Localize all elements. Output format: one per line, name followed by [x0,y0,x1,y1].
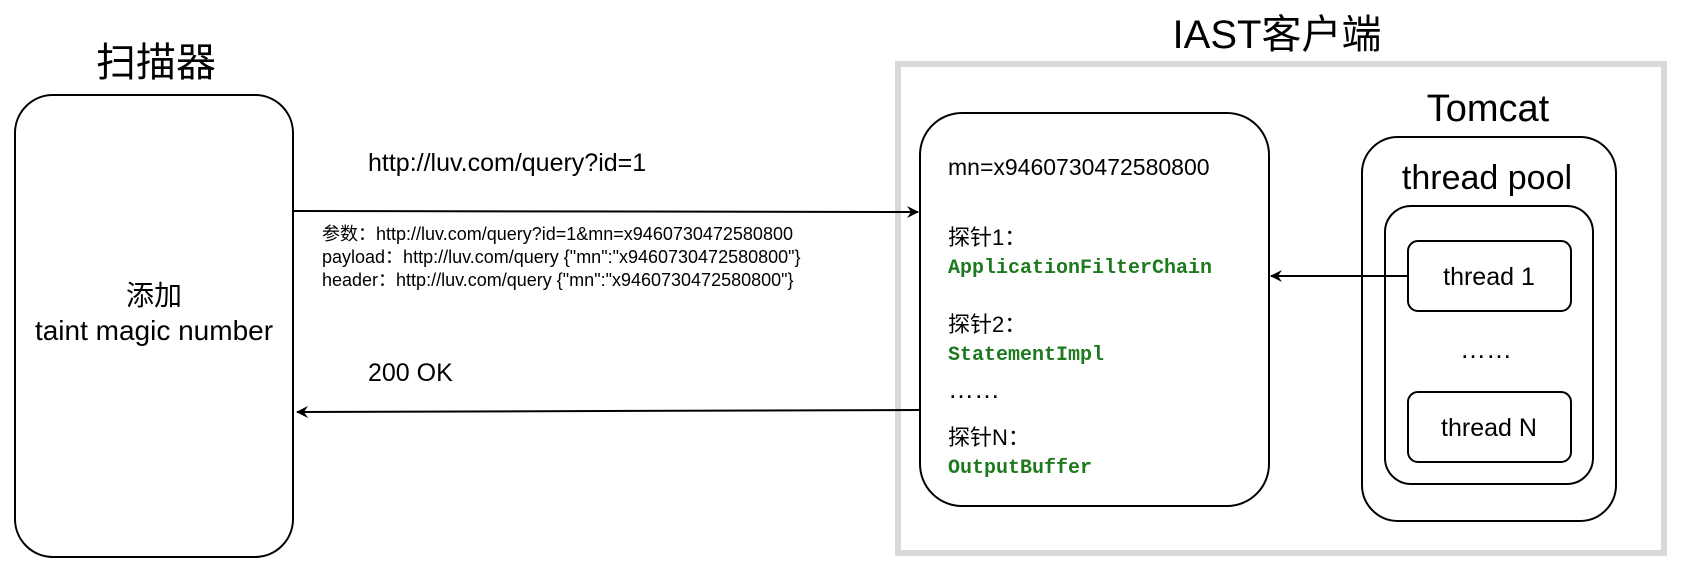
probeN-label: 探针N： [948,425,1030,450]
scanner-body-line1: 添加 [126,280,182,311]
thread1-label: thread 1 [1443,263,1535,291]
scanner-title: 扫描器 [96,41,216,85]
response-arrow [296,405,921,418]
threadN-box [1407,391,1572,463]
client-title: IAST客户端 [1173,13,1382,57]
request-payload-line: payload：http://luv.com/query {"mn":"x946… [322,247,801,267]
probe1-class: ApplicationFilterChain [948,257,1212,280]
magic-number-text: mn=x9460730472580800 [948,154,1210,180]
request-arrow [293,205,919,218]
scanner-box [14,94,294,558]
client-frame [895,61,1667,556]
probe2-label: 探针2： [948,312,1026,337]
probe-ellipsis: …… [948,374,1000,404]
scanner-body-line2: taint magic number [35,315,273,346]
probeN-class: OutputBuffer [948,457,1092,480]
tomcat-title: Tomcat [1427,88,1550,130]
response-label: 200 OK [368,359,453,387]
probe1-label: 探针1： [948,225,1026,250]
request-url: http://luv.com/query?id=1 [368,149,646,177]
request-header-line: header：http://luv.com/query {"mn":"x9460… [322,270,794,290]
request-param-line: 参数：http://luv.com/query?id=1&mn=x9460730… [322,224,793,244]
thread-ellipsis: …… [1460,334,1512,364]
thread-pool-title: thread pool [1402,159,1572,197]
probe2-class: StatementImpl [948,344,1104,367]
threadN-label: thread N [1441,414,1537,442]
probe-box [919,112,1270,507]
